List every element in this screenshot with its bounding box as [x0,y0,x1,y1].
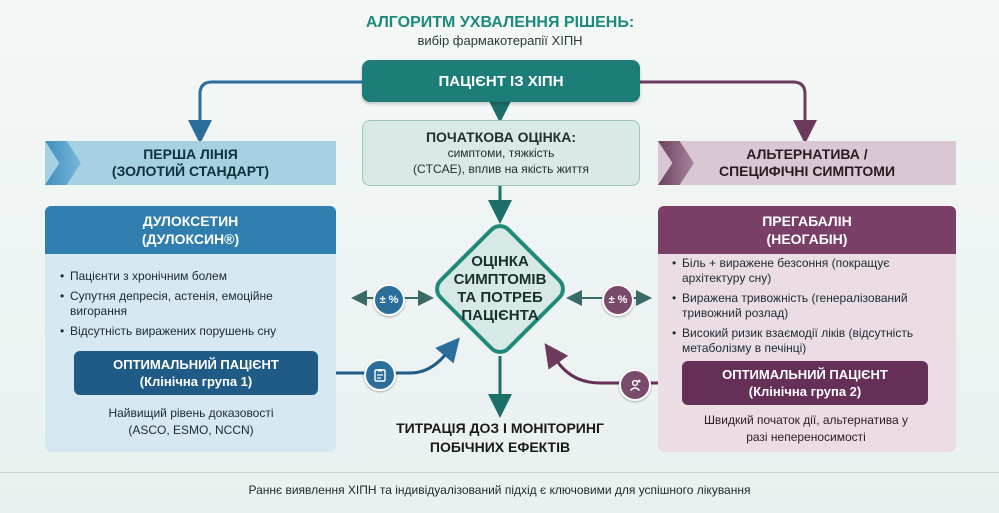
duloxetine-evidence-line2: (ASCO, ESMO, NCCN) [128,423,254,437]
initial-assessment-line1: симптоми, тяжкість [447,146,555,160]
diamond-line4: ПАЦІЄНТА [461,307,539,324]
alternative-label: АЛЬТЕРНАТИВА / [746,146,868,162]
initial-assessment-line2: (CTCAE), вплив на якість життя [413,162,589,176]
person-gear-icon [619,369,651,401]
symptom-assessment-diamond: ОЦІНКА СИМПТОМІВ ТА ПОТРЕБ ПАЦІЄНТА [433,222,567,356]
initial-assessment-heading: ПОЧАТКОВА ОЦІНКА: [425,129,577,145]
diamond-line2: СИМПТОМІВ [453,271,547,288]
titration-line2: ПОБІЧНИХ ЕФЕКТІВ [429,439,571,455]
titration-line1: ТИТРАЦІЯ ДОЗ І МОНІТОРИНГ [396,420,604,436]
pregabalin-brand: (НЕОГАБІН) [766,231,848,247]
diamond-line3: ТА ПОТРЕБ [457,289,543,306]
list-item: Супутня депресія, астенія, емоційне виго… [60,289,333,319]
first-line-label: ПЕРША ЛІНІЯ [143,146,238,162]
alternative-banner: АЛЬТЕРНАТИВА / СПЕЦИФІЧНІ СИМПТОМИ [658,141,956,185]
first-line-sublabel: (ЗОЛОТИЙ СТАНДАРТ) [111,163,270,179]
diagram-title: АЛГОРИТМ УХВАЛЕННЯ РІШЕНЬ: [365,14,635,31]
arrow-right-optimal-to-diamond [544,343,682,385]
pregabalin-optimal-title: ОПТИМАЛЬНИЙ ПАЦІЄНТ [722,367,888,382]
list-item: Біль + виражене безсоння (покращує архіт… [672,256,948,286]
arrow-patient-to-alternative [640,80,817,144]
pregabalin-onset-line1: Швидкий початок дії, альтернатива у [703,413,909,427]
footer-note: Раннє виявлення ХІПН та індивідуалізован… [0,472,999,506]
arrow-patient-to-first-line [188,80,362,144]
initial-assessment-box: ПОЧАТКОВА ОЦІНКА: симптоми, тяжкість (CT… [362,120,640,186]
arrow-left-optimal-to-diamond [318,337,460,375]
diamond-line1: ОЦІНКА [471,253,529,270]
patient-box: ПАЦІЄНТ ІЗ ХІПН [362,60,640,102]
duloxetine-optimal-patient: ОПТИМАЛЬНИЙ ПАЦІЄНТ (Клінічна група 1) [74,351,318,395]
duloxetine-evidence-line1: Найвищий рівень доказовості [108,406,274,420]
pregabalin-onset-line2: разі непереносимості [746,430,866,444]
duloxetine-header: ДУЛОКСЕТИН (ДУЛОКСИН®) [45,206,336,254]
duloxetine-brand: (ДУЛОКСИН®) [141,231,240,247]
list-item: Відсутність виражених порушень сну [60,324,333,339]
titration-monitoring: ТИТРАЦІЯ ДОЗ І МОНІТОРИНГ ПОБІЧНИХ ЕФЕКТ… [355,419,645,457]
decision-diamond-shape [435,224,565,354]
pregabalin-optimal-patient: ОПТИМАЛЬНИЙ ПАЦІЄНТ (Клінічна група 2) [682,361,928,405]
percent-badge-left: ± % [373,284,405,316]
duloxetine-optimal-title: ОПТИМАЛЬНИЙ ПАЦІЄНТ [113,357,279,372]
list-item: Виражена тривожність (генералізований тр… [672,291,948,321]
duloxetine-optimal-group: (Клінічна група 1) [139,374,253,389]
list-item: Пацієнти з хронічним болем [60,269,333,284]
pregabalin-optimal-group: (Клінічна група 2) [748,384,862,399]
pregabalin-onset: Швидкий початок дії, альтернатива у разі… [680,412,932,446]
duloxetine-evidence: Найвищий рівень доказовості (ASCO, ESMO,… [60,405,322,439]
clipboard-icon [364,359,396,391]
first-line-banner: ПЕРША ЛІНІЯ (ЗОЛОТИЙ СТАНДАРТ) [45,141,336,185]
diagram-subtitle: вибір фармакотерапії ХІПН [417,33,583,48]
alternative-sublabel: СПЕЦИФІЧНІ СИМПТОМИ [718,163,896,179]
pregabalin-bullets: Біль + виражене безсоння (покращує архіт… [670,256,948,361]
list-item: Високий ризик взаємодії ліків (відсутніс… [672,326,948,356]
pregabalin-header: ПРЕГАБАЛІН (НЕОГАБІН) [658,206,956,254]
duloxetine-name: ДУЛОКСЕТИН [142,213,239,229]
percent-badge-right: ± % [602,284,634,316]
pregabalin-name: ПРЕГАБАЛІН [762,213,852,229]
duloxetine-bullets: Пацієнти з хронічним болем Супутня депре… [58,269,333,344]
